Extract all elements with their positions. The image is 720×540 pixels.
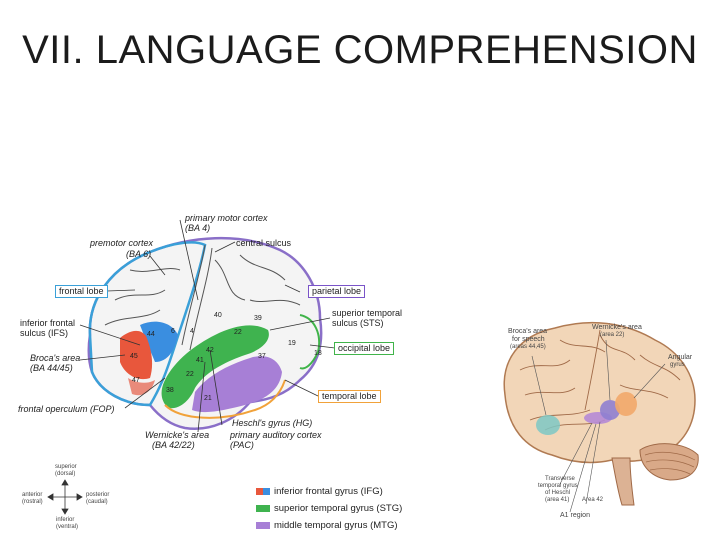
label-ba4445: (BA 44/45) (30, 363, 73, 373)
legend-mtg: middle temporal gyrus (MTG) (256, 520, 398, 531)
compass-superior: superior (55, 464, 77, 470)
svg-text:22: 22 (234, 329, 242, 336)
right-label-for-speech: for speech (512, 336, 545, 343)
label-sts: sulcus (STS) (332, 318, 384, 328)
right-label-angular: Angular (668, 354, 693, 361)
label-central-sulcus: central sulcus (236, 238, 292, 248)
right-label-transverse-area: (area 41) (545, 497, 570, 503)
temporal-outline (164, 379, 286, 419)
label-superior-temporal: superior temporal (332, 308, 403, 318)
cerebellum (639, 443, 699, 481)
label-frontal-lobe: frontal lobe (55, 285, 108, 298)
legend-ifg-label: inferior frontal gyrus (IFG) (274, 486, 383, 497)
right-label-transverse-3: of Heschl (545, 490, 571, 496)
compass-inferior: inferior (56, 517, 75, 523)
svg-text:39: 39 (254, 315, 262, 322)
broca-region (536, 415, 560, 435)
legend-ifg-swatch (256, 487, 270, 495)
label-wernickes-area: Wernicke's area (145, 430, 210, 440)
compass-caudal: (caudal) (86, 499, 108, 505)
label-parietal-lobe: parietal lobe (308, 285, 366, 298)
right-label-brocas-nums: (areas 44,45) (510, 344, 546, 350)
svg-text:38: 38 (166, 387, 174, 394)
right-label-a1-region: A1 region (560, 512, 590, 519)
label-ifs: sulcus (IFS) (20, 328, 69, 338)
compass-rose (47, 479, 83, 515)
stg-region (161, 325, 269, 409)
label-temporal-lobe: temporal lobe (318, 390, 381, 403)
svg-text:37: 37 (258, 353, 266, 360)
compass-anterior: anterior (22, 492, 43, 498)
svg-text:41: 41 (196, 357, 204, 364)
svg-text:6: 6 (171, 328, 175, 335)
right-label-wernickes-area: Wernicke's area (592, 324, 642, 331)
label-pac: (PAC) (230, 440, 254, 450)
area-44-region (140, 321, 178, 362)
svg-text:44: 44 (147, 331, 155, 338)
right-label-transverse-2: temporal gyrus (538, 483, 578, 489)
svg-text:22: 22 (186, 371, 194, 378)
label-ba4222: (BA 42/22) (152, 440, 195, 450)
svg-text:4: 4 (190, 328, 194, 335)
right-label-wernickes-num: (area 22) (600, 332, 625, 338)
legend-stg: superior temporal gyrus (STG) (256, 503, 402, 514)
brain-stem (611, 457, 635, 506)
right-label-angular-2: gyrus (670, 362, 685, 368)
compass-rostral: (rostral) (22, 499, 43, 505)
right-label-brocas-area: Broca's area (508, 328, 548, 335)
slide-title: VII. LANGUAGE COMPREHENSION (22, 28, 698, 72)
right-label-area42: Area 42 (582, 497, 604, 503)
occipital-outline (299, 314, 320, 370)
label-primary-auditory-cortex: primary auditory cortex (230, 430, 322, 440)
label-frontal-operculum: frontal operculum (FOP) (18, 404, 115, 414)
wernicke-region (600, 400, 620, 420)
compass-ventral: (ventral) (56, 524, 79, 530)
legend-ifg: inferior frontal gyrus (IFG) (256, 486, 383, 497)
label-premotor-cortex: premotor cortex (90, 238, 154, 248)
svg-text:19: 19 (288, 340, 296, 347)
label-heschls-gyrus: Heschl's gyrus (HG) (232, 418, 313, 428)
svg-text:21: 21 (204, 395, 212, 402)
label-ba6: (BA 6) (126, 249, 152, 259)
area-45-region (120, 330, 153, 380)
svg-text:47: 47 (132, 377, 140, 384)
mtg-region (192, 356, 282, 413)
svg-text:18: 18 (314, 350, 322, 357)
label-occipital-lobe: occipital lobe (334, 342, 395, 355)
svg-text:40: 40 (214, 312, 222, 319)
label-brocas-area: Broca's area (30, 353, 81, 363)
label-inferior-frontal: inferior frontal (20, 318, 76, 328)
legend-mtg-swatch (256, 521, 270, 529)
frontal-lobe-outline (88, 241, 207, 407)
angular-region (615, 392, 637, 416)
legend-stg-swatch (256, 504, 270, 512)
compass-dorsal: (dorsal) (55, 471, 76, 477)
label-ba4: (BA 4) (185, 223, 211, 233)
right-label-transverse: Transverse (545, 476, 575, 482)
compass-posterior: posterior (86, 492, 110, 498)
legend-mtg-label: middle temporal gyrus (MTG) (274, 520, 398, 531)
svg-text:45: 45 (130, 353, 138, 360)
legend-stg-label: superior temporal gyrus (STG) (274, 503, 403, 514)
label-primary-motor-cortex: primary motor cortex (185, 213, 268, 223)
